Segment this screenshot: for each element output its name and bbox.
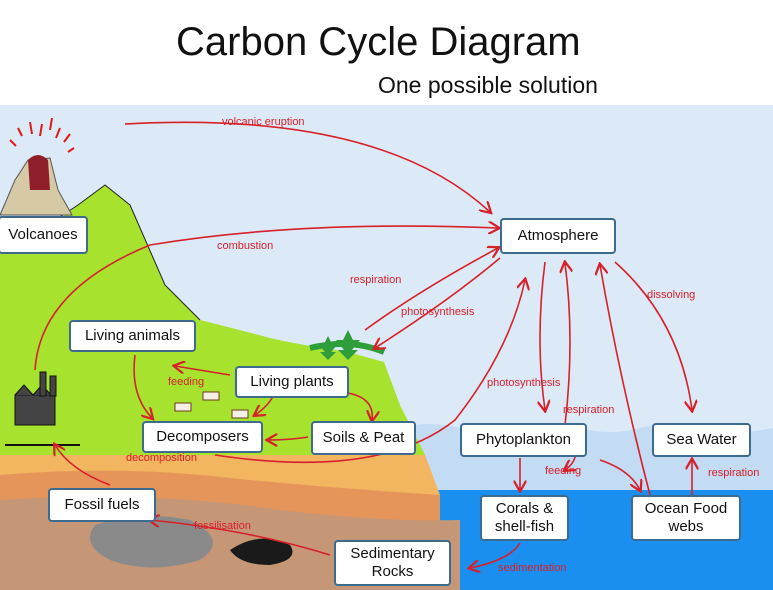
arrow-photosynthesis-ocean [540,261,545,410]
node-ocean-food-webs: Ocean Food webs [631,495,741,541]
label-respiration-ocean: respiration [563,404,615,416]
label-decomposition: decomposition [126,452,197,464]
label-volcanic-eruption: volcanic eruption [222,116,305,128]
label-respiration-land: respiration [350,274,402,286]
arrow-fossil-to-factory [55,445,111,486]
arrow-fossilisation [150,520,331,556]
coal-deposit [230,538,293,565]
node-living-animals: Living animals [69,320,196,352]
node-living-plants: Living plants [235,366,349,398]
label-photosynthesis-ocean: photosynthesis [487,377,561,389]
fossil-deposit [90,516,213,568]
arrow-dissolving [614,261,692,410]
arrow-volcanic-eruption [124,121,490,212]
diagram-subtitle: One possible solution [378,72,598,98]
arrow-decomposition [214,280,525,464]
node-atmosphere: Atmosphere [500,218,616,254]
label-feeding-land: feeding [168,376,205,388]
arrow-feeding-ocean-2 [599,459,640,490]
node-corals-shellfish: Corals & shell-fish [480,495,569,541]
label-sedimentation: sedimentation [498,562,567,574]
arrow-respiration-land [364,248,498,331]
node-soils-peat: Soils & Peat [311,421,416,455]
node-fossil-fuels: Fossil fuels [48,488,156,522]
arrow-animals-decomp [133,354,152,418]
arrow-sediment-from-corals [470,542,521,568]
label-fossilisation: fossilisation [194,520,251,532]
node-sedimentary-rocks: Sedimentary Rocks [334,540,451,586]
node-phytoplankton: Phytoplankton [460,423,587,457]
cows-icon [174,391,249,419]
volcano-crater [28,155,50,190]
arrow-photosynthesis-land [375,257,501,348]
label-feeding-ocean: feeding [545,465,582,477]
arrow-combustion [34,226,498,371]
label-photosynthesis-land: photosynthesis [401,306,475,318]
node-sea-water: Sea Water [652,423,751,457]
node-volcanoes: Volcanoes [0,216,88,254]
label-dissolving: dissolving [647,289,696,301]
label-combustion: combustion [217,240,274,252]
arrow-feeding-land [175,366,231,376]
node-decomposers: Decomposers [142,421,263,453]
label-respiration-sea: respiration [708,467,760,479]
arrow-from-food-webs [600,265,651,496]
arrows [34,121,692,568]
lava-spray [9,117,75,153]
trees-icon [318,330,360,360]
arrow-respiration-ocean [565,263,570,426]
diagram-title: Carbon Cycle Diagram [176,20,581,64]
arrow-soils-decomp [268,437,309,440]
factory-icon [5,371,80,446]
